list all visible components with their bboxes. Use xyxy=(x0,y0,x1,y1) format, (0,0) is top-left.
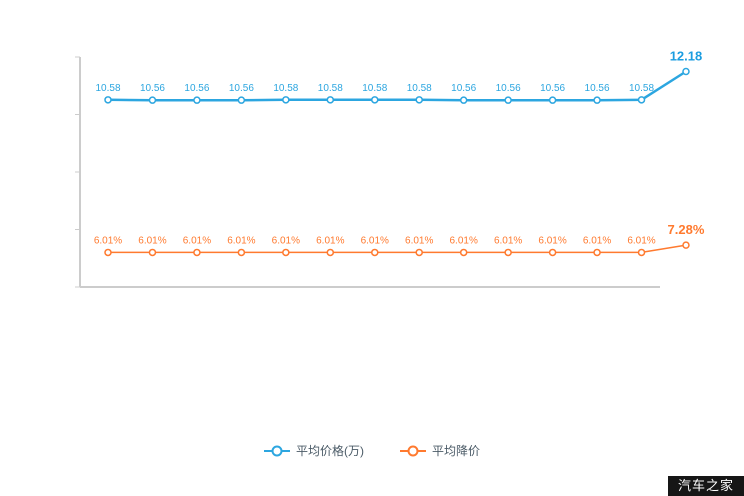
price-point[interactable] xyxy=(459,96,468,104)
price-point-label: 10.56 xyxy=(451,83,476,94)
price-point-label: 10.56 xyxy=(184,83,209,94)
price-point-label: 12.18 xyxy=(670,49,703,64)
discount-line xyxy=(107,244,687,254)
price-point-label: 10.56 xyxy=(585,83,610,94)
price-point-label: 10.56 xyxy=(140,83,165,94)
discount-point[interactable] xyxy=(193,248,201,257)
discount-point[interactable] xyxy=(593,248,601,257)
price-point[interactable] xyxy=(193,96,201,104)
discount-point[interactable] xyxy=(237,248,246,257)
price-point-label: 10.56 xyxy=(540,83,565,94)
legend-item-price[interactable]: 平均价格(万) xyxy=(263,442,364,459)
discount-point[interactable] xyxy=(548,248,557,257)
discount-point-label: 7.28% xyxy=(668,222,705,237)
price-point-label: 10.58 xyxy=(362,83,387,94)
price-point[interactable] xyxy=(326,96,335,104)
discount-point[interactable] xyxy=(148,248,157,257)
price-point[interactable] xyxy=(371,96,379,104)
discount-point[interactable] xyxy=(104,248,112,257)
discount-point-label: 6.01% xyxy=(494,235,522,246)
discount-point[interactable] xyxy=(415,248,423,257)
price-point[interactable] xyxy=(504,96,512,104)
discount-point[interactable] xyxy=(682,241,690,249)
discount-point-label: 6.01% xyxy=(316,235,344,246)
legend-label-discount: 平均降价 xyxy=(431,444,480,458)
price-point-label: 10.56 xyxy=(496,83,521,94)
discount-legend-marker-icon xyxy=(399,445,426,456)
watermark: 汽车之家 xyxy=(667,476,744,496)
price-point-label: 10.58 xyxy=(407,83,432,94)
discount-point-label: 6.01% xyxy=(227,235,255,246)
price-point[interactable] xyxy=(282,96,290,104)
discount-point[interactable] xyxy=(282,248,290,257)
discount-point-label: 6.01% xyxy=(583,235,611,246)
discount-point[interactable] xyxy=(326,248,335,257)
discount-legend-dot-icon xyxy=(407,445,419,456)
discount-point-label: 6.01% xyxy=(94,235,122,246)
price-line xyxy=(106,70,688,102)
price-point[interactable] xyxy=(237,96,246,104)
price-point[interactable] xyxy=(415,96,423,104)
price-point-label: 10.56 xyxy=(229,83,254,94)
discount-point-label: 6.01% xyxy=(627,235,655,246)
price-legend-dot-icon xyxy=(271,445,283,456)
price-point[interactable] xyxy=(637,96,646,104)
price-point-label: 10.58 xyxy=(629,83,654,94)
price-legend-marker-icon xyxy=(263,445,290,456)
price-point[interactable] xyxy=(548,96,557,104)
discount-point[interactable] xyxy=(371,248,379,257)
discount-point[interactable] xyxy=(637,248,646,257)
price-point[interactable] xyxy=(593,96,601,104)
discount-point-label: 6.01% xyxy=(183,235,211,246)
discount-point-label: 6.01% xyxy=(538,235,566,246)
discount-point-label: 6.01% xyxy=(405,235,433,246)
price-point-label: 10.58 xyxy=(95,83,120,94)
discount-point-label: 6.01% xyxy=(450,235,478,246)
discount-point-label: 6.01% xyxy=(361,235,389,246)
price-point-label: 10.58 xyxy=(318,83,343,94)
price-point-label: 10.58 xyxy=(273,83,298,94)
discount-point[interactable] xyxy=(459,248,468,257)
price-point[interactable] xyxy=(148,96,157,104)
legend-item-discount[interactable]: 平均降价 xyxy=(399,442,480,459)
discount-point-label: 6.01% xyxy=(272,235,300,246)
discount-point[interactable] xyxy=(504,248,512,257)
price-point[interactable] xyxy=(104,96,112,104)
trend-line-chart: 10.58 10.56 10.56 10.56 10.58 10.58 10.58 10.58… xyxy=(75,49,705,288)
legend: 平均价格(万) 平均降价 xyxy=(0,442,744,459)
price-point[interactable] xyxy=(682,67,690,76)
discount-point-label: 6.01% xyxy=(138,235,166,246)
legend-label-price: 平均价格(万) xyxy=(295,444,364,458)
